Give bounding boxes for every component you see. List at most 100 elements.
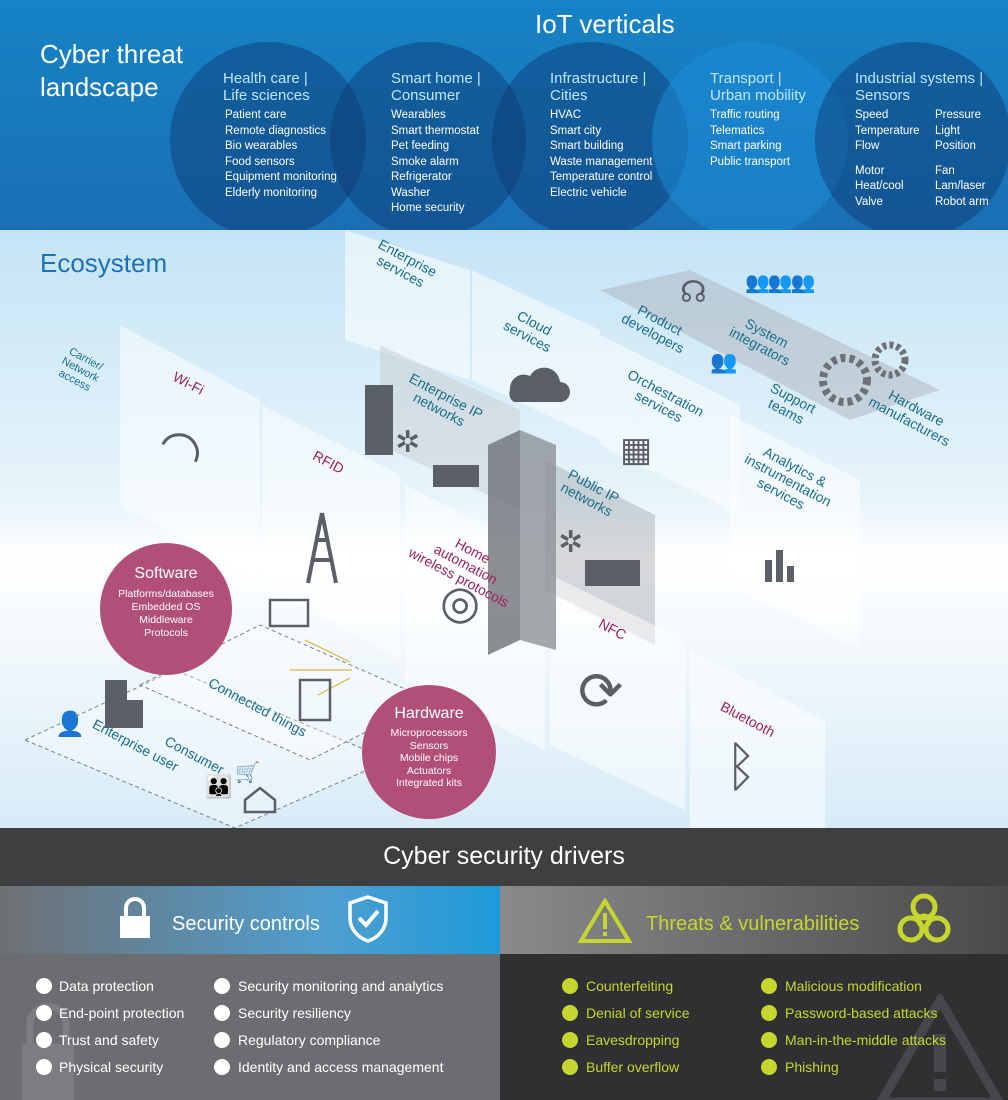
- shield-check-icon: [348, 895, 388, 943]
- hardware-item: Integrated kits: [396, 777, 462, 789]
- control-item: Physical security: [59, 1059, 164, 1075]
- tablet-icon: [298, 678, 332, 722]
- control-item: Security monitoring and analytics: [238, 978, 444, 994]
- hardware-item: Actuators: [406, 764, 452, 777]
- network-hub-icon: ✲: [558, 525, 584, 560]
- panel-nfc: [550, 575, 685, 810]
- vertical-title-line: Consumer: [391, 87, 461, 104]
- vertical-item: Valve: [855, 195, 883, 208]
- vertical-circle-home: [330, 42, 526, 230]
- vertical-item: Public transport: [710, 155, 790, 168]
- vertical-item: Home security: [391, 202, 465, 214]
- vertical-item: Lam/laser: [935, 180, 986, 192]
- vertical-items-infra: HVAC Smart city Smart building Waste man…: [550, 108, 652, 201]
- chart-bar: [787, 566, 794, 582]
- headset-icon: ☊: [680, 275, 707, 310]
- drivers-title: Cyber security drivers: [383, 842, 625, 870]
- vertical-item: Heat/cool: [855, 180, 904, 192]
- panel-enterprise-ip: [380, 345, 520, 510]
- vertical-circle-industrial: [815, 42, 1008, 230]
- vertical-item: Bio wearables: [225, 140, 298, 152]
- hardware-items: Microprocessors Sensors Mobile chips Act…: [362, 727, 496, 790]
- building-icon: [105, 680, 127, 728]
- control-item: Identity and access management: [238, 1059, 444, 1075]
- bullet: [761, 1059, 777, 1075]
- control-item: Data protection: [59, 978, 154, 994]
- column-right: [520, 430, 556, 650]
- panel-rfid: [262, 405, 400, 660]
- software-item: Middleware: [139, 614, 193, 626]
- software-items: Platforms/databases Embedded OS Middlewa…: [100, 588, 232, 640]
- bullet: [761, 1005, 777, 1021]
- threat-item: Buffer overflow: [586, 1059, 680, 1075]
- control-item: Trust and safety: [59, 1032, 159, 1048]
- vertical-item: Smoke alarm: [391, 155, 459, 168]
- bullet: [562, 1032, 578, 1048]
- bullet: [761, 1032, 777, 1048]
- vertical-item: Flow: [855, 140, 880, 152]
- vertical-item: Smart city: [550, 124, 602, 137]
- threats-header: Threats & vulnerabilities: [500, 886, 1008, 954]
- bullet: [562, 978, 578, 994]
- vertical-item: Elderly monitoring: [225, 186, 318, 199]
- hardware-item: Sensors: [409, 739, 449, 752]
- people-icon: 👥: [710, 350, 738, 375]
- building-icon: [125, 700, 143, 728]
- threat-item: Counterfeiting: [586, 978, 674, 994]
- vertical-title-home: Smart home | Consumer: [391, 70, 481, 104]
- server-icon: [365, 385, 393, 455]
- threats-list: Counterfeiting Denial of service Eavesdr…: [500, 954, 1008, 1100]
- ecosystem-panels: [23, 230, 940, 828]
- panel-analytics: [730, 415, 860, 650]
- security-controls-list: Data protection End-point protection Tru…: [0, 954, 500, 1100]
- vertical-item: Electric vehicle: [550, 186, 627, 199]
- vertical-item: Temperature: [855, 124, 920, 137]
- hardware-bubble: Hardware Microprocessors Sensors Mobile …: [362, 685, 496, 819]
- router-icon: [433, 465, 479, 487]
- panel-bluetooth: [690, 650, 825, 828]
- threat-item: Password-based attacks: [785, 1005, 938, 1021]
- people-icon: 👪: [205, 775, 233, 800]
- bullet: [562, 1059, 578, 1075]
- panel-wifi: [120, 325, 260, 580]
- vertical-title-line: Industrial systems |: [855, 70, 984, 87]
- vertical-item: Refrigerator: [391, 171, 452, 183]
- antenna-icon: [306, 512, 338, 584]
- router-icon: [585, 560, 640, 586]
- biohazard-icon: [897, 893, 951, 943]
- vertical-item: Position: [935, 140, 976, 152]
- network-hub-icon: ✲: [395, 425, 421, 460]
- bullet: [214, 1032, 230, 1048]
- bullet: [214, 1005, 230, 1021]
- vertical-title-line: Smart home |: [391, 70, 481, 87]
- vertical-spacer: [855, 155, 920, 164]
- bullet: [36, 1059, 52, 1075]
- cloud-icon: [509, 367, 570, 402]
- bullet: [214, 1059, 230, 1075]
- landscape-title-line1: Cyber threat: [40, 39, 184, 69]
- chart-icon: [765, 560, 772, 582]
- drivers-bar: Cyber security drivers: [0, 828, 1008, 886]
- landscape-title: Cyber threat landscape: [40, 38, 183, 104]
- vertical-item: Smart building: [550, 140, 624, 152]
- threat-item: Eavesdropping: [586, 1032, 680, 1048]
- bullet: [36, 1032, 52, 1048]
- vertical-item: Patient care: [225, 109, 287, 121]
- warning-watermark-icon: [876, 994, 1004, 1100]
- arrow: [304, 639, 351, 663]
- bluetooth-icon: ᛒ: [725, 735, 758, 798]
- threat-item: Phishing: [785, 1059, 839, 1075]
- chart-bar: [776, 550, 783, 582]
- vertical-item: HVAC: [550, 109, 582, 121]
- laptop-icon: [268, 598, 310, 628]
- bullet: [36, 978, 52, 994]
- vertical-item: Food sensors: [225, 155, 295, 168]
- vertical-title-line: Infrastructure |: [550, 70, 647, 87]
- bullet: [562, 1005, 578, 1021]
- column-left: [488, 430, 520, 655]
- vertical-title-line: Cities: [550, 87, 588, 104]
- vertical-title-line: Life sciences: [223, 87, 310, 104]
- arrow: [317, 677, 351, 696]
- software-item: Protocols: [144, 627, 188, 639]
- vertical-item: Light: [935, 124, 960, 137]
